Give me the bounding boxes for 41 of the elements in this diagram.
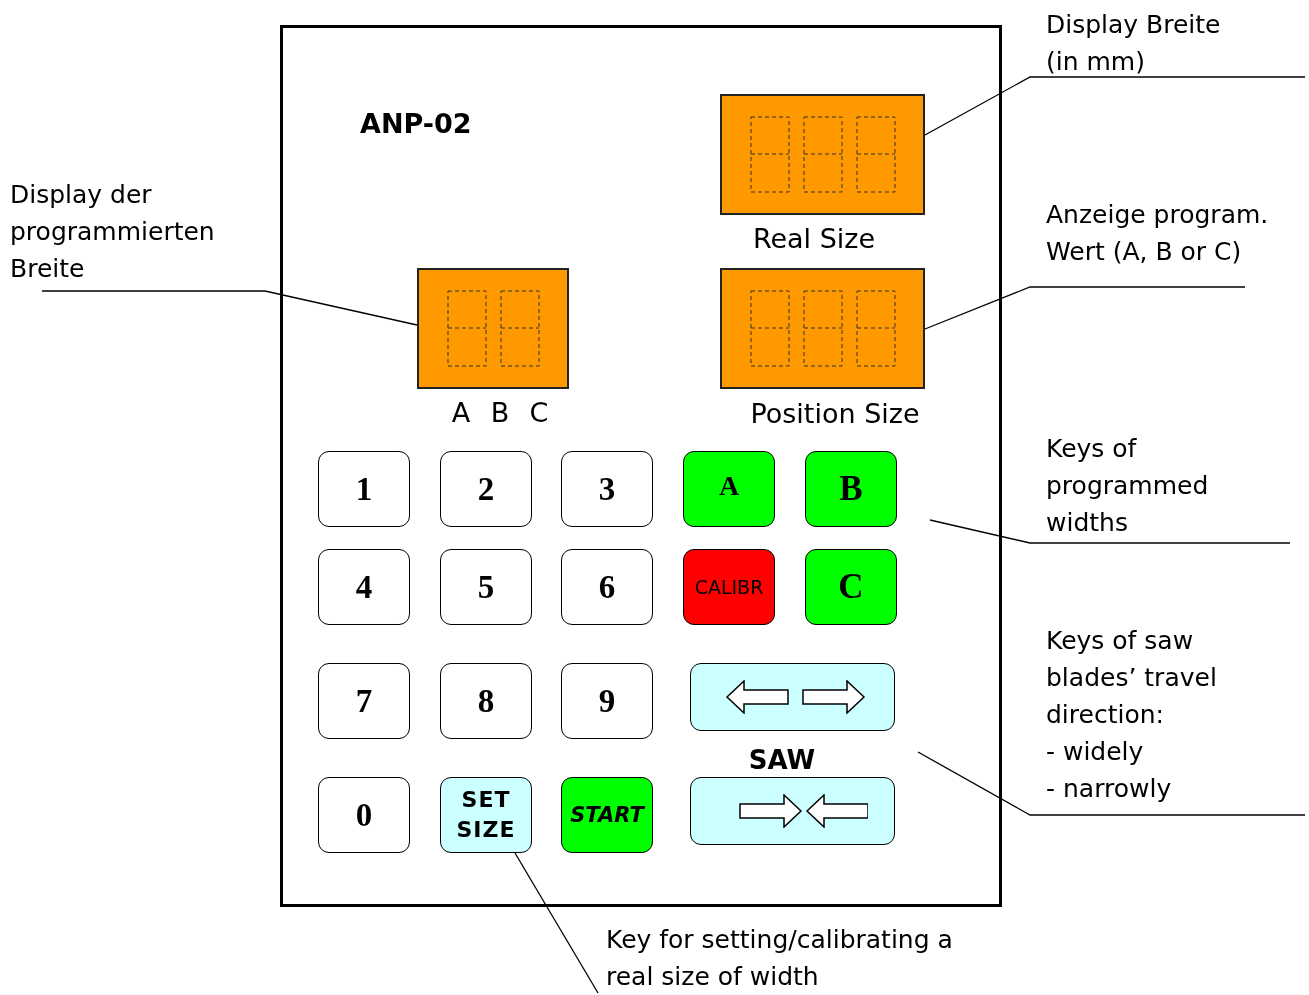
keypad-key: B bbox=[805, 451, 897, 527]
display-caption: C bbox=[529, 396, 549, 428]
keypad-key: 7 bbox=[318, 663, 410, 739]
callout-text: Keys of programmed widths bbox=[1046, 430, 1246, 542]
keypad-key: 1 bbox=[318, 451, 410, 527]
leader-line bbox=[924, 76, 1306, 136]
keypad-key bbox=[690, 777, 895, 845]
control-panel bbox=[280, 25, 1002, 907]
leader-line bbox=[917, 751, 1306, 816]
leader-line bbox=[41, 290, 418, 326]
keypad-key: CALIBR bbox=[683, 549, 775, 625]
leader-line bbox=[514, 852, 599, 994]
leader-line bbox=[924, 286, 1246, 330]
keypad-key: 4 bbox=[318, 549, 410, 625]
display-caption: A bbox=[451, 396, 471, 428]
keypad-key: 5 bbox=[440, 549, 532, 625]
keypad-key: SET SIZE bbox=[440, 777, 532, 853]
led-display bbox=[720, 268, 925, 389]
callout-text: Display der programmierten Breite bbox=[10, 176, 265, 290]
keypad-key: A bbox=[683, 451, 775, 527]
display-caption: B bbox=[490, 396, 510, 428]
keypad-key: 0 bbox=[318, 777, 410, 853]
keypad-key bbox=[690, 663, 895, 731]
leader-line bbox=[929, 519, 1291, 544]
callout-text: Display Breite (in mm) bbox=[1046, 6, 1246, 76]
keypad-key: 3 bbox=[561, 451, 653, 527]
display-caption: Position Size bbox=[750, 397, 920, 429]
keypad-key: START bbox=[561, 777, 653, 853]
panel-title: ANP-02 bbox=[360, 108, 472, 139]
display-caption: Real Size bbox=[752, 222, 876, 254]
callout-text: Anzeige program. Wert (A, B or C) bbox=[1046, 196, 1286, 286]
keypad-key: 6 bbox=[561, 549, 653, 625]
callout-text: Keys of saw blades’ travel direction: - widely - narrowly bbox=[1046, 622, 1246, 814]
callout-text: Key for setting/calibrating a real size of width bbox=[606, 921, 976, 993]
led-display bbox=[417, 268, 569, 389]
keypad-key: 2 bbox=[440, 451, 532, 527]
keypad-key: C bbox=[805, 549, 897, 625]
led-display bbox=[720, 94, 925, 215]
keypad-key: 9 bbox=[561, 663, 653, 739]
keypad-key: 8 bbox=[440, 663, 532, 739]
key-group-label: SAW bbox=[748, 745, 816, 775]
